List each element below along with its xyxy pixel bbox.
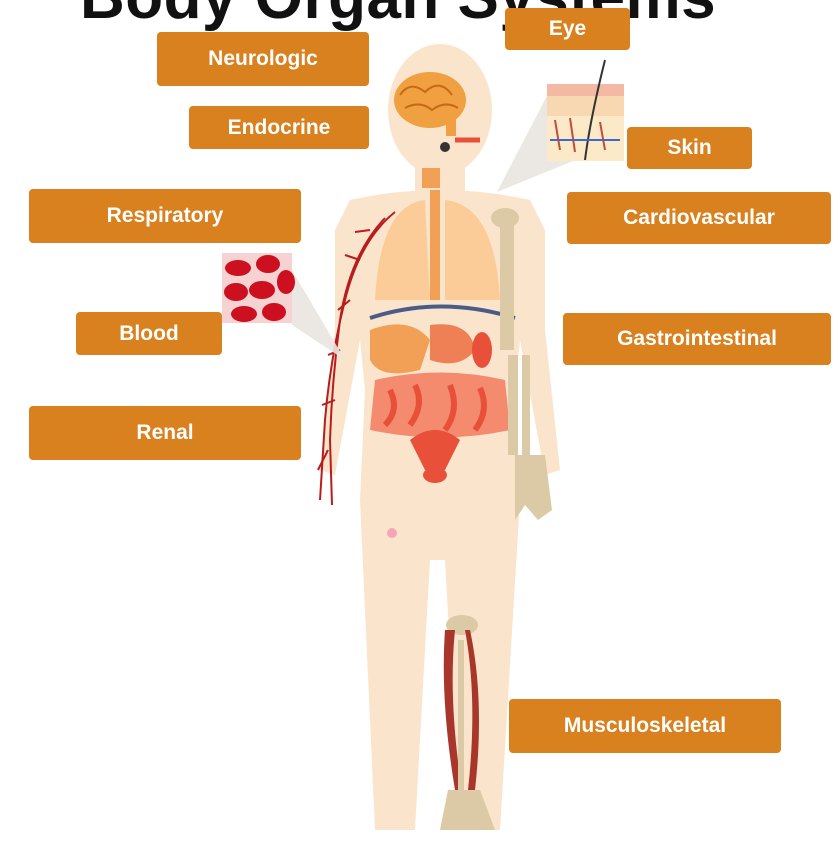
skin-spot-icon bbox=[387, 528, 397, 538]
label-respiratory: Respiratory bbox=[29, 189, 301, 243]
label-renal: Renal bbox=[29, 406, 301, 460]
label-neurologic: Neurologic bbox=[157, 32, 369, 86]
blood-cells-icon bbox=[222, 253, 295, 323]
skin-cross-section-icon bbox=[547, 60, 624, 161]
label-endocrine: Endocrine bbox=[189, 106, 369, 149]
label-musculoskeletal: Musculoskeletal bbox=[509, 699, 781, 753]
label-gastrointestinal: Gastrointestinal bbox=[563, 313, 831, 365]
label-eye: Eye bbox=[505, 8, 630, 50]
label-skin: Skin bbox=[627, 127, 752, 169]
label-cardiovascular: Cardiovascular bbox=[567, 192, 831, 244]
label-blood: Blood bbox=[76, 312, 222, 355]
